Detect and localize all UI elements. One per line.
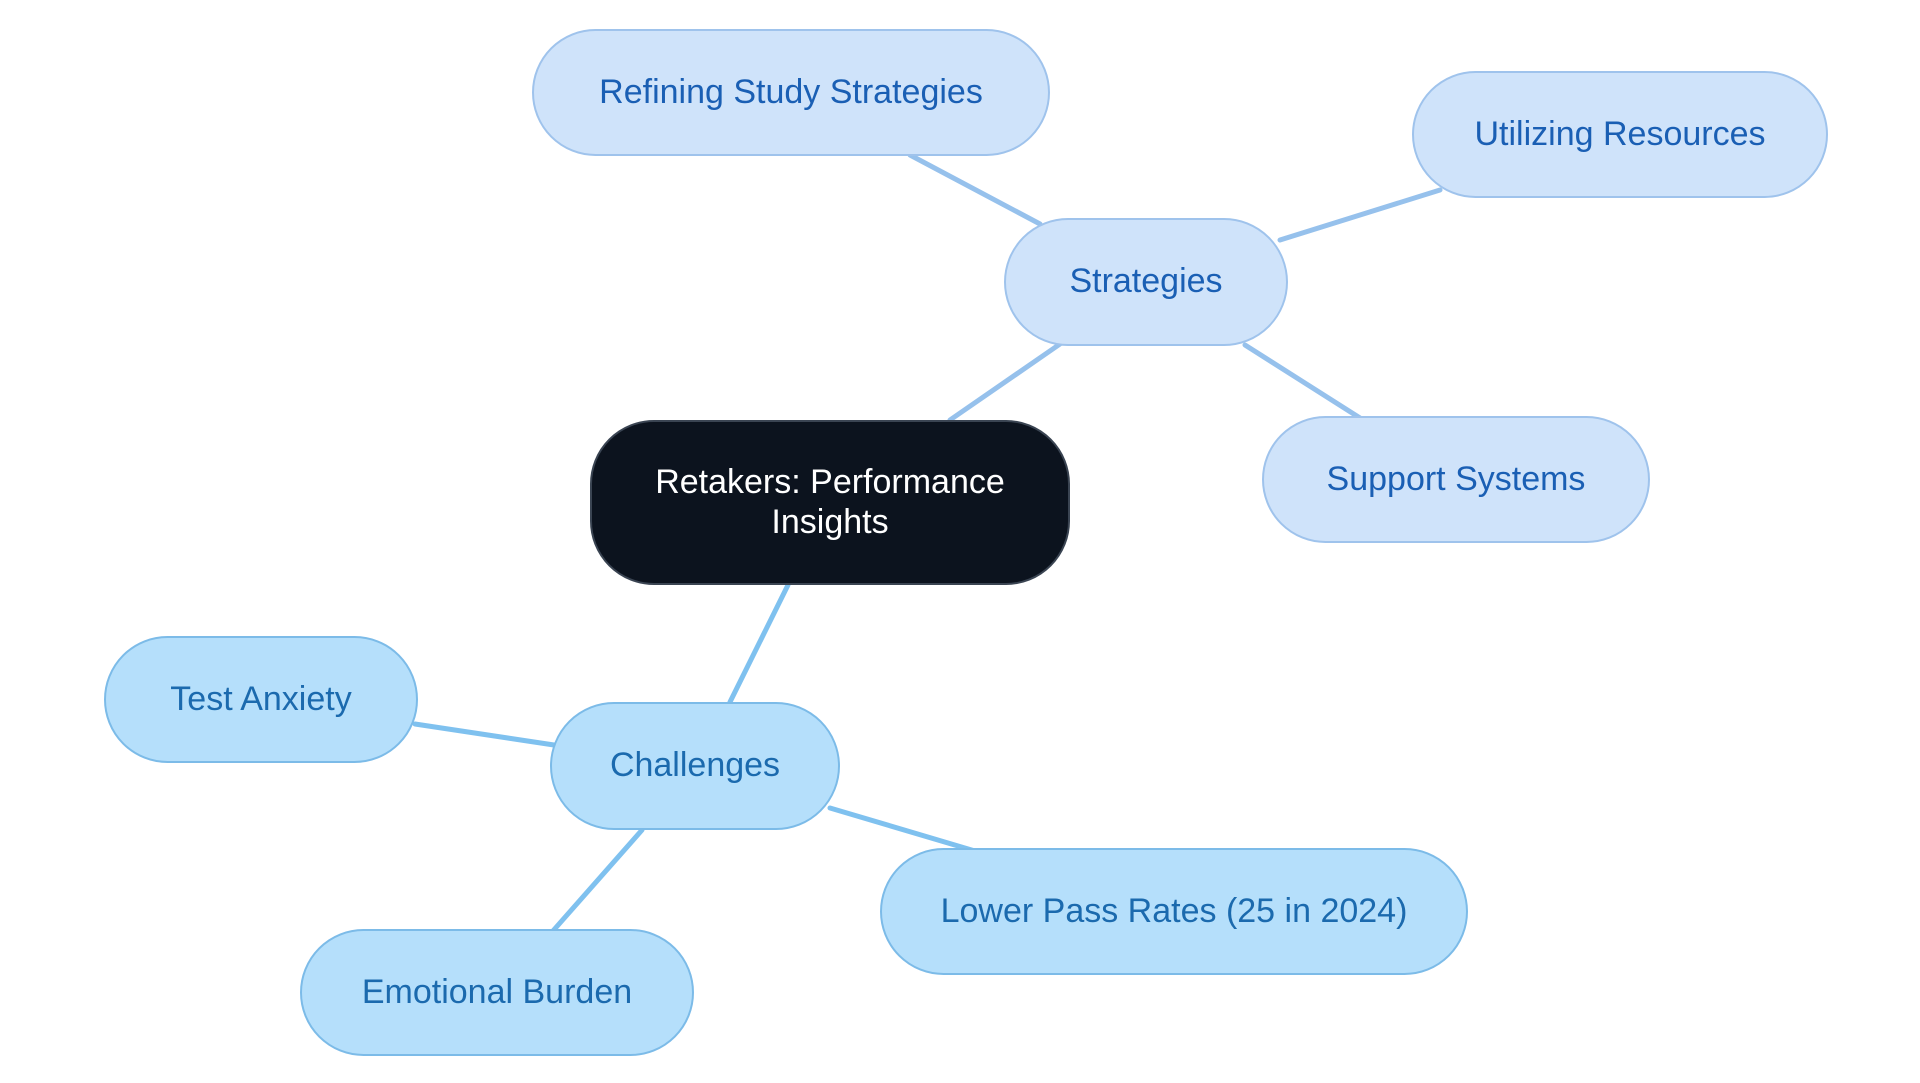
- leaf-node-refining-label: Refining Study Strategies: [599, 72, 983, 111]
- link-challenges-emotional: [549, 827, 645, 935]
- leaf-node-utilizing-resources[interactable]: Utilizing Resources: [1412, 71, 1828, 198]
- leaf-node-test-anxiety[interactable]: Test Anxiety: [104, 636, 418, 763]
- root-node-label: Retakers: Performance Insights: [655, 463, 1005, 541]
- branch-node-challenges-label: Challenges: [609, 746, 781, 785]
- leaf-node-lower-pass-rates[interactable]: Lower Pass Rates (25 in 2024): [880, 848, 1468, 975]
- link-strategies-refining: [907, 152, 1043, 227]
- link-challenges-pass-rates: [827, 805, 978, 854]
- leaf-node-anxiety-label: Test Anxiety: [170, 679, 352, 718]
- leaf-node-support-systems[interactable]: Support Systems: [1262, 416, 1650, 543]
- leaf-node-pass-rates-label: Lower Pass Rates (25 in 2024): [940, 891, 1408, 930]
- branch-node-strategies-label: Strategies: [1069, 262, 1223, 301]
- link-strategies-resources: [1277, 187, 1443, 243]
- link-challenges-anxiety: [412, 721, 557, 748]
- branch-node-challenges[interactable]: Challenges: [550, 702, 840, 830]
- link-root-strategies: [947, 341, 1063, 423]
- leaf-node-refining-study-strategies[interactable]: Refining Study Strategies: [532, 29, 1050, 156]
- root-node[interactable]: Retakers: Performance Insights: [590, 420, 1070, 585]
- leaf-node-resources-label: Utilizing Resources: [1474, 114, 1766, 153]
- link-root-challenges: [727, 582, 791, 705]
- branch-node-strategies[interactable]: Strategies: [1004, 218, 1288, 346]
- leaf-node-support-label: Support Systems: [1326, 459, 1586, 498]
- leaf-node-emotional-label: Emotional Burden: [361, 972, 633, 1011]
- link-strategies-support: [1242, 342, 1363, 421]
- leaf-node-emotional-burden[interactable]: Emotional Burden: [300, 929, 694, 1056]
